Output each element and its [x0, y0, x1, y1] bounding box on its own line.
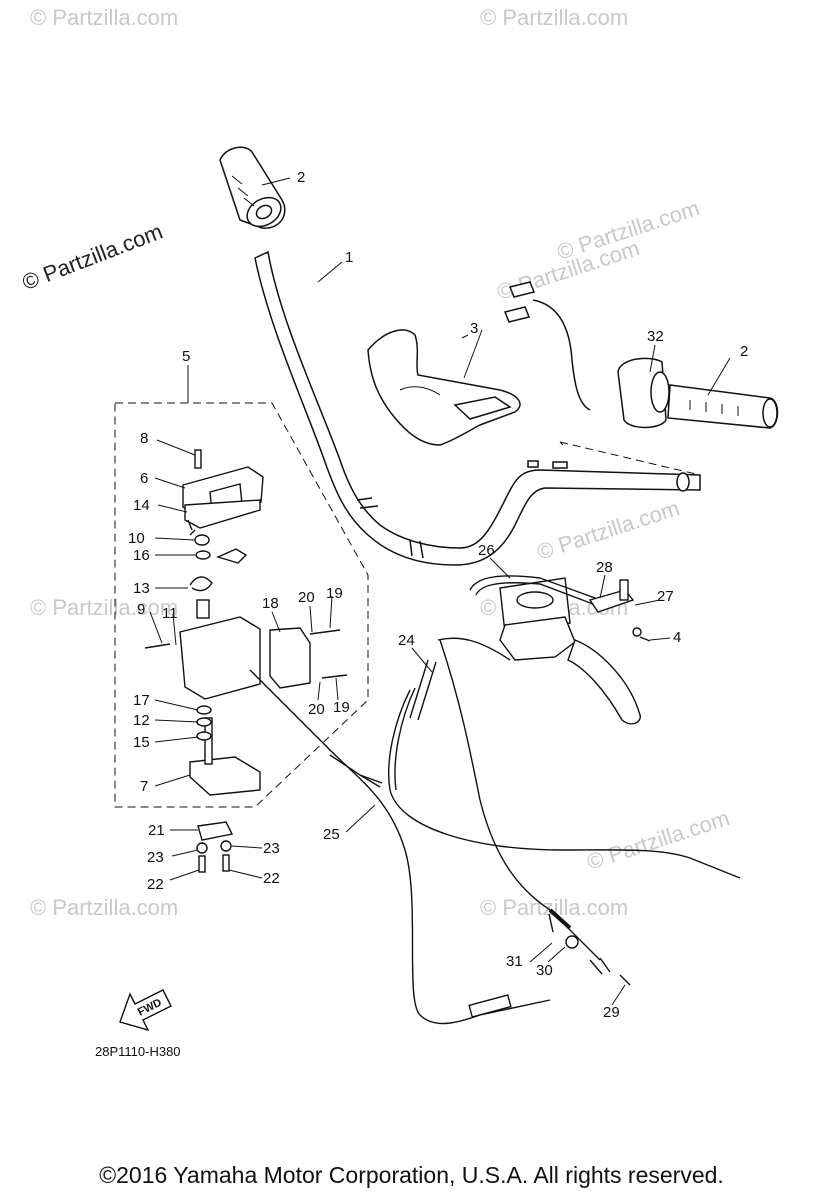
callout-label: 32	[647, 328, 664, 345]
callout-label: 12	[133, 712, 150, 729]
callout-label: 31	[506, 953, 523, 970]
faded-watermark: © Partzilla.com	[480, 5, 628, 30]
callout-label: 7	[140, 778, 148, 795]
callout-label: 18	[262, 595, 279, 612]
callout-label: 1	[345, 249, 353, 266]
callout-label: 11	[162, 605, 178, 622]
callout-label: 22	[263, 870, 280, 887]
faded-watermark: © Partzilla.com	[30, 5, 178, 30]
left-grip	[219, 146, 286, 229]
callout-label: 22	[147, 876, 164, 893]
callout-label: 20	[308, 701, 325, 718]
callout-label: 23	[147, 849, 164, 866]
faded-watermark: © Partzilla.com	[584, 805, 733, 875]
callout-labels: 1 2 2 3 4 5 6 7 8 9 10 11 12 13 14 15 16…	[128, 169, 748, 1021]
callout-label: 24	[398, 632, 415, 649]
callout-label: 16	[133, 547, 150, 564]
callout-label: 29	[603, 1004, 620, 1021]
handlebar	[254, 250, 701, 566]
faded-watermark: © Partzilla.com	[30, 895, 178, 920]
copyright-notice: ©2016 Yamaha Motor Corporation, U.S.A. A…	[99, 1162, 724, 1188]
callout-label: 6	[140, 470, 148, 487]
callout-label: 27	[657, 588, 674, 605]
faded-watermark: © Partzilla.com	[534, 495, 683, 565]
callout-label: 2	[740, 343, 748, 360]
callout-label: 28	[596, 559, 613, 576]
callout-label: 10	[128, 530, 145, 547]
switch-assembly-box	[114, 402, 701, 808]
callout-label: 30	[536, 962, 553, 979]
callout-label: 8	[140, 430, 148, 447]
callout-label: 19	[326, 585, 343, 602]
diagram-code: 28P1110-H380	[95, 1044, 181, 1059]
callout-label: 19	[333, 699, 350, 716]
callout-label: 9	[137, 601, 145, 618]
callout-label: 5	[182, 348, 190, 365]
forward-direction-arrow: FWD	[119, 989, 172, 1032]
callout-label: 14	[133, 497, 150, 514]
callout-label: 26	[478, 542, 495, 559]
handlebar-cover	[367, 329, 521, 446]
callout-label: 13	[133, 580, 150, 597]
faded-watermark: © Partzilla.com	[30, 595, 178, 620]
callout-label: 4	[673, 629, 681, 646]
callout-label: 25	[323, 826, 340, 843]
callout-label: 2	[297, 169, 305, 186]
callout-label: 3	[470, 320, 478, 337]
callout-label: 21	[148, 822, 165, 839]
switch-housing-parts	[144, 449, 348, 796]
callout-label: 20	[298, 589, 315, 606]
leader-lines	[149, 177, 731, 1006]
callout-label: 23	[263, 840, 280, 857]
cables	[249, 575, 741, 1025]
clamp-parts	[196, 821, 234, 873]
callout-label: 17	[133, 692, 150, 709]
callout-label: 15	[133, 734, 150, 751]
right-throttle-assembly	[503, 281, 779, 429]
brake-lever-assembly	[499, 577, 651, 725]
